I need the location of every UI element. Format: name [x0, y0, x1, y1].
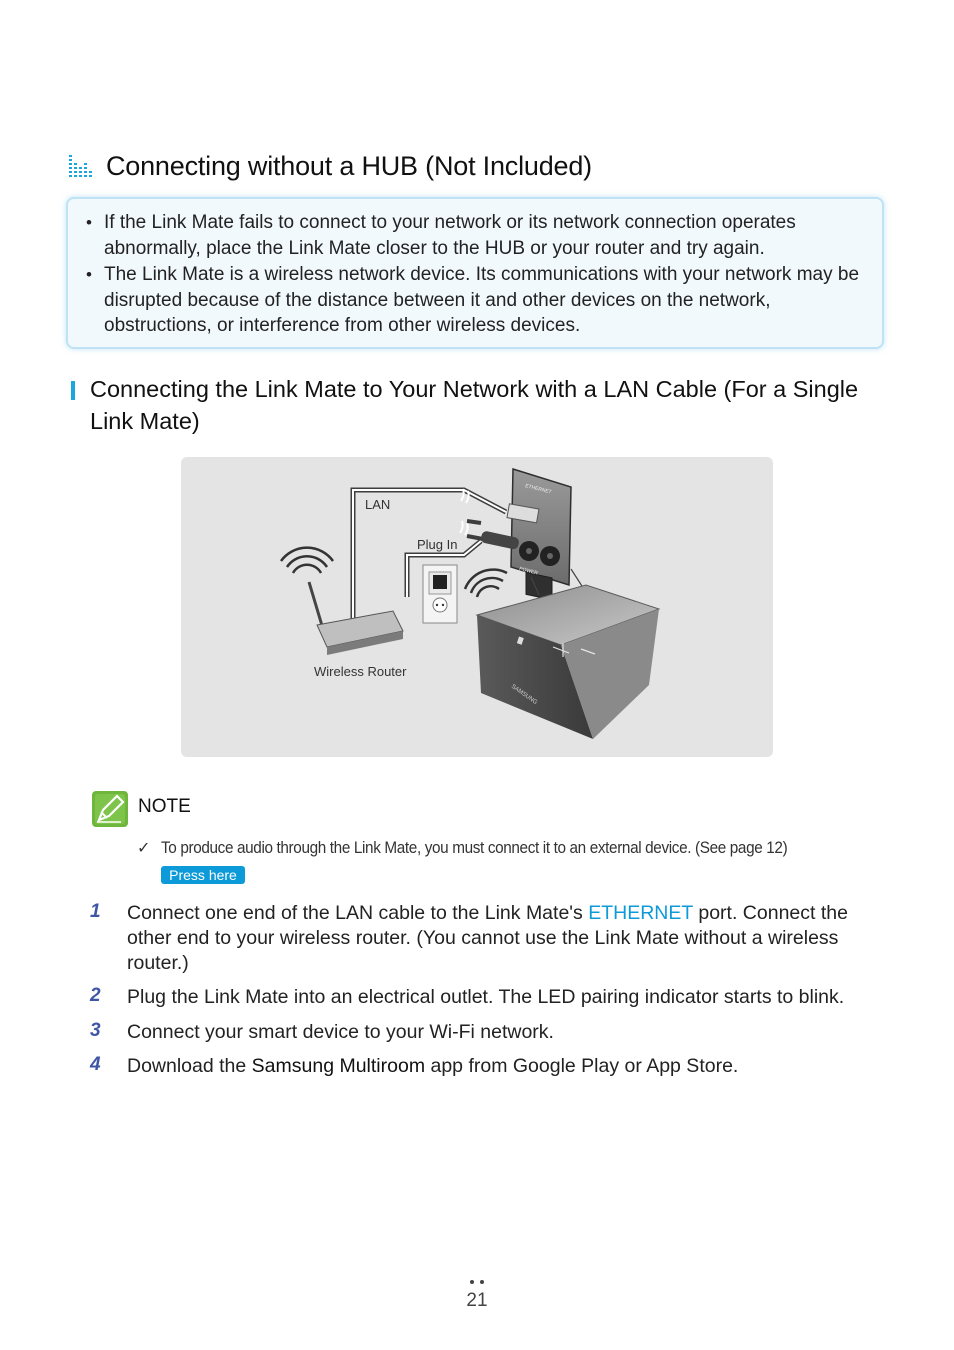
ethernet-term: ETHERNET: [588, 902, 693, 924]
equalizer-bars-icon: [69, 155, 92, 177]
title-row: Connecting without a HUB (Not Included): [68, 146, 592, 186]
step-number: 3: [90, 1020, 101, 1041]
subheading-bar: [71, 381, 75, 400]
connection-illustration: ETHERNET POWER: [181, 457, 773, 757]
connection-diagram: ETHERNET POWER: [279, 467, 661, 739]
callout-bullet: If the Link Mate fails to connect to you…: [84, 210, 862, 261]
page-title: Connecting without a HUB (Not Included): [106, 150, 592, 181]
note-text: To produce audio through the Link Mate, …: [161, 838, 788, 857]
note-pencil-icon: [92, 791, 128, 827]
press-here-link[interactable]: Press here: [161, 866, 245, 884]
step-number: 2: [90, 985, 101, 1006]
lan-label: LAN: [365, 497, 390, 512]
page-dots-icon: [470, 1280, 484, 1284]
page-number: 21: [466, 1290, 488, 1311]
step-text: Connect your smart device to your Wi-Fi …: [127, 1021, 554, 1043]
step-number: 4: [90, 1054, 101, 1075]
subheading: Connecting the Link Mate to Your Network…: [90, 376, 859, 434]
callout-box: If the Link Mate fails to connect to you…: [66, 197, 884, 349]
wifi-speaker-icon: [463, 568, 508, 598]
wifi-router-icon: [279, 546, 335, 574]
step-text: Connect one end of the LAN cable to the …: [127, 902, 848, 974]
wireless-router-label: Wireless Router: [314, 664, 407, 679]
app-name: Samsung Multiroom: [251, 1055, 426, 1077]
note-title: NOTE: [138, 796, 191, 817]
check-icon: ✓: [137, 840, 151, 857]
plug-in-label: Plug In: [417, 537, 457, 552]
callout-bullet: The Link Mate is a wireless network devi…: [84, 262, 862, 339]
step-number: 1: [90, 901, 101, 922]
callout-list: If the Link Mate fails to connect to you…: [84, 210, 862, 339]
step-text: Plug the Link Mate into an electrical ou…: [127, 986, 845, 1008]
power-port-label: POWER: [519, 566, 539, 576]
step-text: Download the Samsung Multiroom app from …: [127, 1055, 739, 1077]
